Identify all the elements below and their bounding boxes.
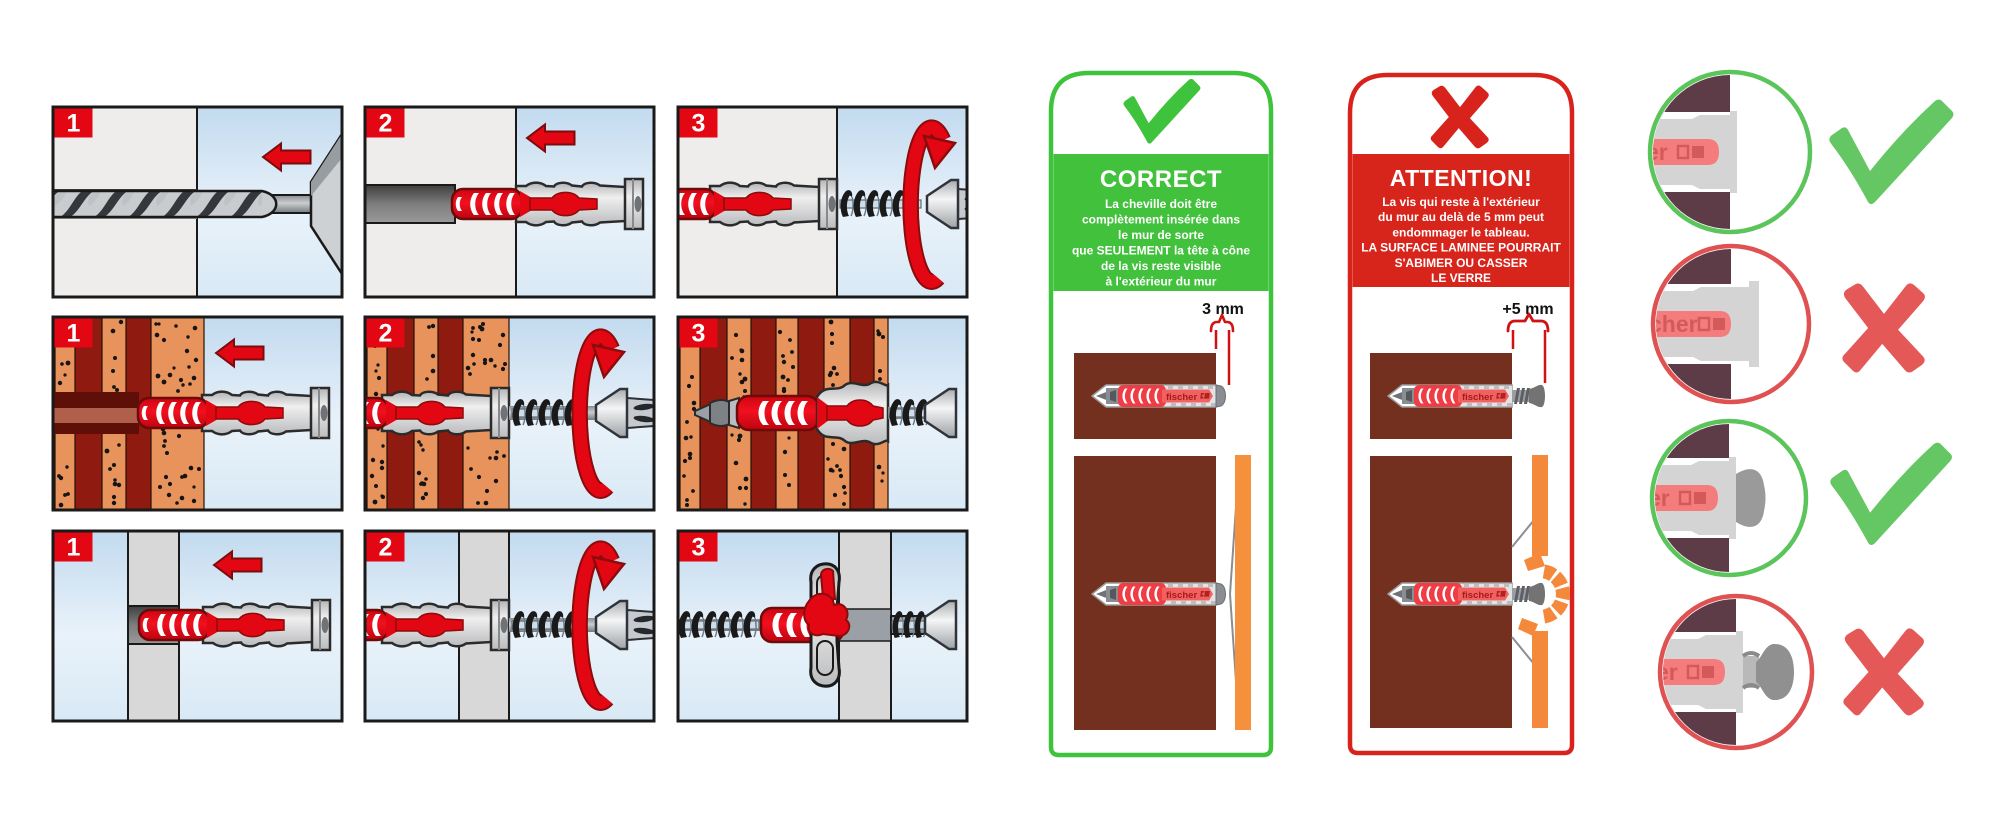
svg-text:fischer: fischer — [1166, 392, 1197, 403]
svg-text:er: er — [1656, 659, 1678, 685]
svg-text:1: 1 — [67, 320, 81, 348]
svg-text:ATTENTION!: ATTENTION! — [1390, 165, 1533, 191]
svg-text:1: 1 — [67, 534, 81, 562]
svg-text:La vis qui reste à l'extérieur: La vis qui reste à l'extérieur — [1382, 195, 1540, 209]
svg-text:complètement insérée dans: complètement insérée dans — [1082, 213, 1240, 227]
svg-text:du mur au delà de 5 mm peut: du mur au delà de 5 mm peut — [1378, 210, 1544, 224]
svg-text:3: 3 — [692, 320, 706, 348]
svg-text:LE VERRE: LE VERRE — [1431, 271, 1491, 285]
svg-text:de la vis reste visible: de la vis reste visible — [1101, 259, 1221, 273]
svg-text:S'ABIMER OU CASSER: S'ABIMER OU CASSER — [1395, 256, 1528, 270]
svg-text:2: 2 — [379, 110, 393, 138]
svg-text:fischer: fischer — [1462, 590, 1493, 601]
svg-text:2: 2 — [379, 534, 393, 562]
svg-text:fischer: fischer — [1166, 590, 1197, 601]
svg-text:le mur de sorte: le mur de sorte — [1118, 228, 1204, 242]
svg-text:er: er — [1646, 139, 1668, 165]
svg-text:LA SURFACE LAMINEE POURRAIT: LA SURFACE LAMINEE POURRAIT — [1361, 241, 1561, 255]
svg-text:1: 1 — [67, 110, 81, 138]
svg-text:CORRECT: CORRECT — [1100, 166, 1222, 193]
svg-text:à l'extérieur du mur: à l'extérieur du mur — [1106, 275, 1217, 289]
svg-text:cher: cher — [1649, 311, 1698, 337]
svg-text:fischer: fischer — [1462, 392, 1493, 403]
svg-text:+5 mm: +5 mm — [1502, 301, 1553, 318]
svg-text:3: 3 — [692, 110, 706, 138]
svg-text:endommager le tableau.: endommager le tableau. — [1392, 225, 1529, 239]
svg-text:La cheville doit être: La cheville doit être — [1105, 197, 1217, 211]
svg-text:3 mm: 3 mm — [1202, 301, 1244, 318]
svg-text:3: 3 — [692, 534, 706, 562]
svg-text:er: er — [1648, 485, 1670, 511]
svg-text:2: 2 — [379, 320, 393, 348]
svg-text:que SEULEMENT la tête à cône: que SEULEMENT la tête à cône — [1072, 244, 1250, 258]
